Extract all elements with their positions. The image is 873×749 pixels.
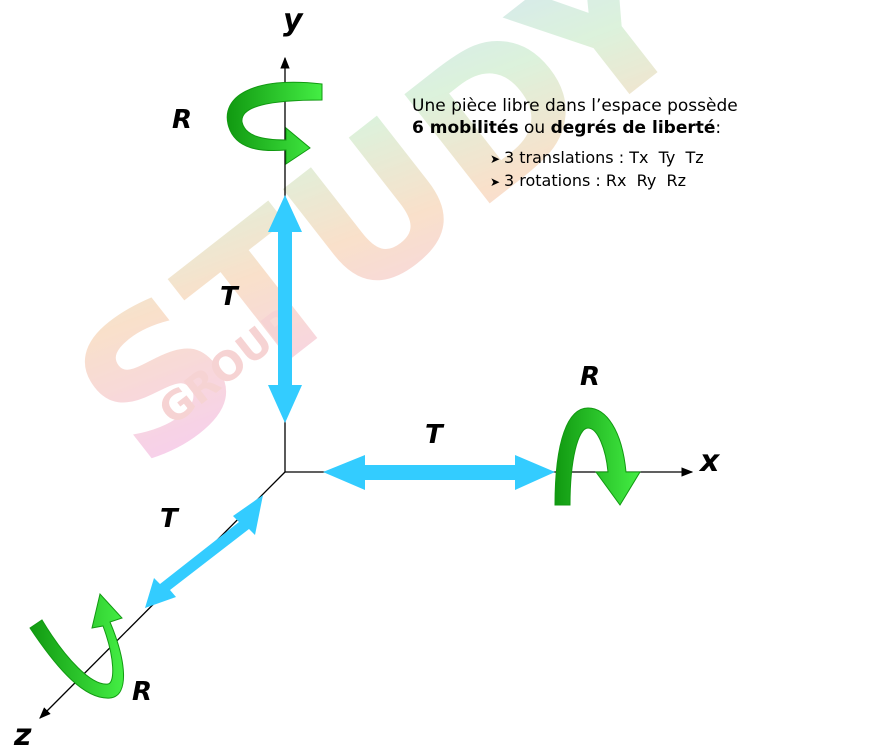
dof-list: ➤3 translations : Tx Ty Tz ➤3 rotations … [490,147,738,193]
rotation-label-y: R [172,105,192,135]
motion-labels: R T T R T R [132,105,600,707]
list-item: ➤3 rotations : Rx Ry Rz [490,170,738,193]
rotation-arrow-x [554,407,641,506]
translation-label-y: T [220,282,240,312]
translation-label-z: T [160,504,180,534]
info-text: Une pièce libre dans l’espace possède 6 … [412,95,738,193]
translation-label-x: T [425,420,445,450]
bullet-icon: ➤ [490,152,501,166]
x-axis-label: x [698,444,721,479]
mobility-count: 6 mobilités [412,118,519,138]
bullet-icon: ➤ [490,175,501,189]
rotation-label-x: R [580,362,600,392]
rotation-label-z: R [132,677,152,707]
rotation-arrow-z [29,592,124,699]
rotation-arrows [29,81,641,699]
translation-arrow-y [268,195,302,423]
info-line-1: Une pièce libre dans l’espace possède [412,96,738,116]
colon: : [715,118,722,138]
connector: ou [518,118,551,138]
translations-item: 3 translations : Tx Ty Tz [504,148,704,167]
translation-arrow-z [145,495,263,608]
rotations-item: 3 rotations : Rx Ry Rz [504,171,687,190]
watermark-text: STUDY [36,0,727,509]
list-item: ➤3 translations : Tx Ty Tz [490,147,738,170]
y-axis-label: y [283,3,304,38]
watermark: STUDY GROUP [36,0,727,509]
rotation-arrow-y [226,81,323,165]
z-axis-label: z [13,718,32,749]
degrees-term: degrés de liberté [550,118,716,138]
translation-arrows [145,195,555,608]
translation-arrow-x [323,455,555,490]
info-line-2: 6 mobilités ou degrés de liberté: [412,117,738,139]
